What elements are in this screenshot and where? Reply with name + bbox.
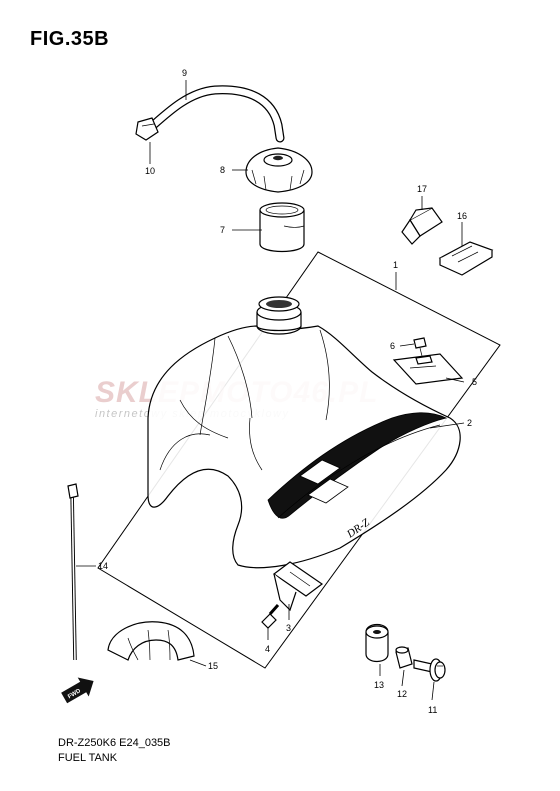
callout-17: 17: [417, 184, 427, 194]
bolt-6: [413, 337, 427, 357]
breather-hose: [145, 85, 285, 143]
callout-9: 9: [182, 68, 187, 78]
bolt-4: [261, 604, 280, 629]
callout-10: 10: [145, 166, 155, 176]
figure-title: FIG.35B: [30, 28, 110, 50]
fuel-cap: [245, 147, 313, 193]
callout-7: 7: [220, 225, 225, 235]
callout-6: 6: [390, 341, 395, 351]
filler-ring: [259, 202, 305, 253]
collar-12: [395, 646, 413, 669]
callout-14: 14: [98, 561, 108, 571]
bracket-3: [272, 561, 324, 612]
forward-direction-arrow: FWD: [61, 677, 94, 704]
bolt-11: [413, 658, 446, 682]
bracket-16: [438, 241, 494, 276]
callout-15: 15: [208, 661, 218, 671]
callout-1: 1: [393, 260, 398, 270]
strap-14: [67, 483, 79, 661]
callout-11: 11: [428, 705, 437, 715]
callout-8: 8: [220, 165, 225, 175]
callout-16: 16: [457, 211, 467, 221]
callout-5: 5: [472, 377, 477, 387]
cushion-17: [401, 207, 443, 245]
cushion-15: [107, 621, 195, 661]
diagram-caption: FUEL TANK: [58, 752, 118, 764]
callout-2: 2: [467, 418, 472, 428]
callout-13: 13: [374, 680, 384, 690]
damper-13: [365, 623, 389, 663]
hose-clip: [135, 117, 159, 141]
leader-lines: [76, 80, 465, 701]
filler-neck: [256, 296, 302, 335]
callout-numbers: 9 10 8 7 17 16 1 6 5 2 3 4 14 15 13 12 1…: [98, 68, 477, 715]
diagram-code: DR-Z250K6 E24_035B: [58, 737, 171, 749]
callout-12: 12: [397, 689, 407, 699]
fuel-tank: DR-Z: [147, 325, 461, 569]
callout-4: 4: [265, 644, 270, 654]
bracket-5: [392, 353, 464, 385]
callout-3: 3: [286, 623, 291, 633]
